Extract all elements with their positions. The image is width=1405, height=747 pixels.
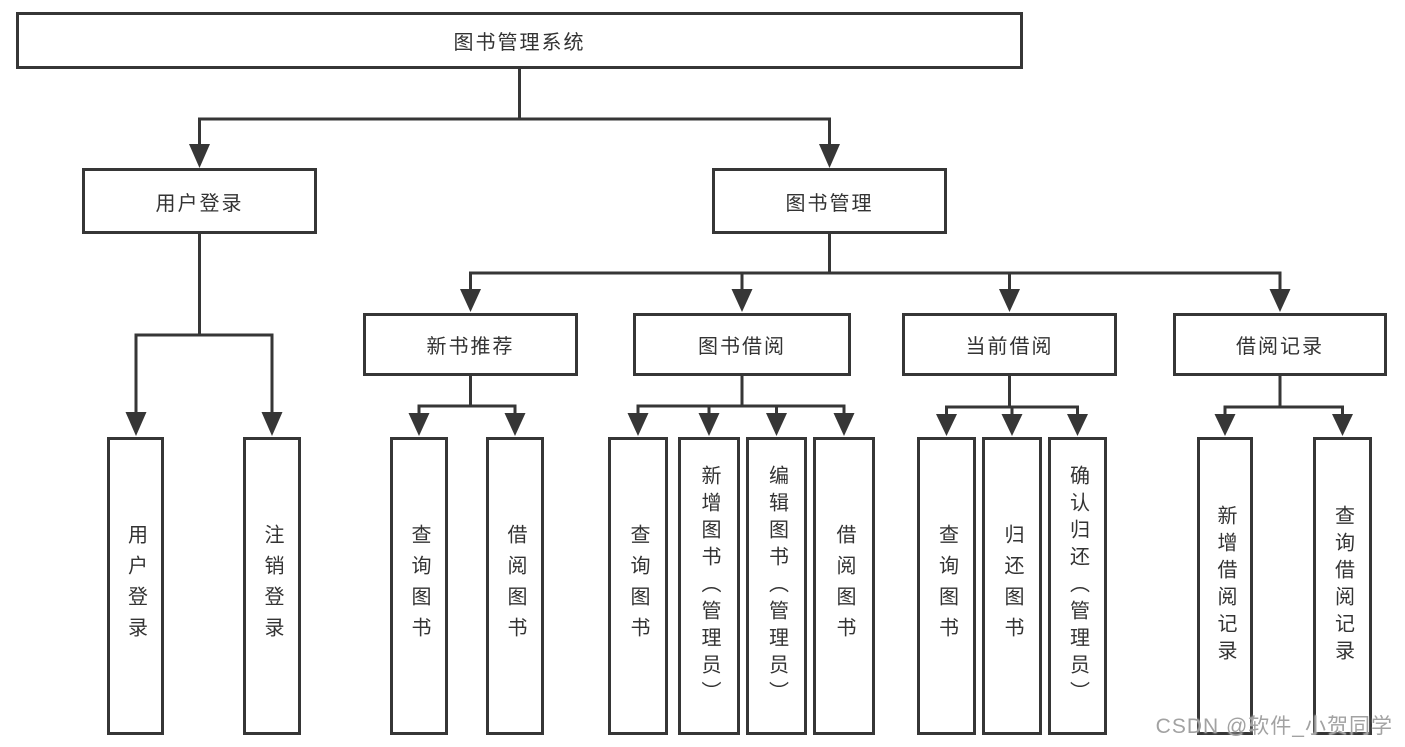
node-label: 注销登录 [261,524,283,648]
node-leaf-return-books: 归还图书 [982,437,1042,735]
node-leaf-borrow-books-2: 借阅图书 [813,437,875,735]
node-label: 编辑图书（管理员） [765,464,788,708]
node-label: 借阅图书 [833,524,855,648]
node-label: 借阅图书 [504,524,526,648]
node-leaf-user-login: 用户登录 [107,437,164,735]
node-label: 查询图书 [408,524,430,648]
node-label: 图书管理 [785,192,874,215]
node-label: 查询借阅记录 [1331,505,1354,667]
node-user-login: 用户登录 [82,168,317,234]
node-borrowing-records: 借阅记录 [1173,313,1387,376]
node-label: 查询图书 [935,524,958,648]
node-leaf-edit-book-admin: 编辑图书（管理员） [746,437,807,735]
node-leaf-query-books-3: 查询图书 [917,437,976,735]
node-current-borrowing: 当前借阅 [902,313,1117,376]
node-leaf-logout: 注销登录 [243,437,301,735]
node-label: 用户登录 [155,192,244,215]
csdn-watermark: CSDN @软件_小贺同学 [1155,715,1393,738]
node-leaf-add-borrow-record: 新增借阅记录 [1197,437,1253,735]
node-label: 用户登录 [124,524,147,648]
node-label: 归还图书 [1001,524,1023,648]
node-leaf-query-borrow-record: 查询借阅记录 [1313,437,1372,735]
node-label: 当前借阅 [965,336,1054,358]
node-leaf-query-books-2: 查询图书 [608,437,668,735]
node-label: 图书管理系统 [453,32,586,54]
node-label: 新书推荐 [426,336,515,358]
node-label: 新增借阅记录 [1214,505,1236,667]
node-label: 查询图书 [627,524,649,648]
node-leaf-query-books: 查询图书 [390,437,448,735]
node-label: 借阅记录 [1236,336,1324,358]
node-label: 新增图书（管理员） [698,464,720,708]
node-book-management: 图书管理 [712,168,947,234]
node-new-book-recommendation: 新书推荐 [363,313,578,376]
node-label: 确认归还（管理员） [1066,464,1089,708]
node-library-management-system: 图书管理系统 [16,12,1023,69]
node-leaf-add-book-admin: 新增图书（管理员） [678,437,740,735]
node-leaf-borrow-books: 借阅图书 [486,437,544,735]
node-book-borrowing: 图书借阅 [633,313,851,376]
node-leaf-confirm-return-admin: 确认归还（管理员） [1048,437,1107,735]
node-label: 图书借阅 [698,336,786,358]
